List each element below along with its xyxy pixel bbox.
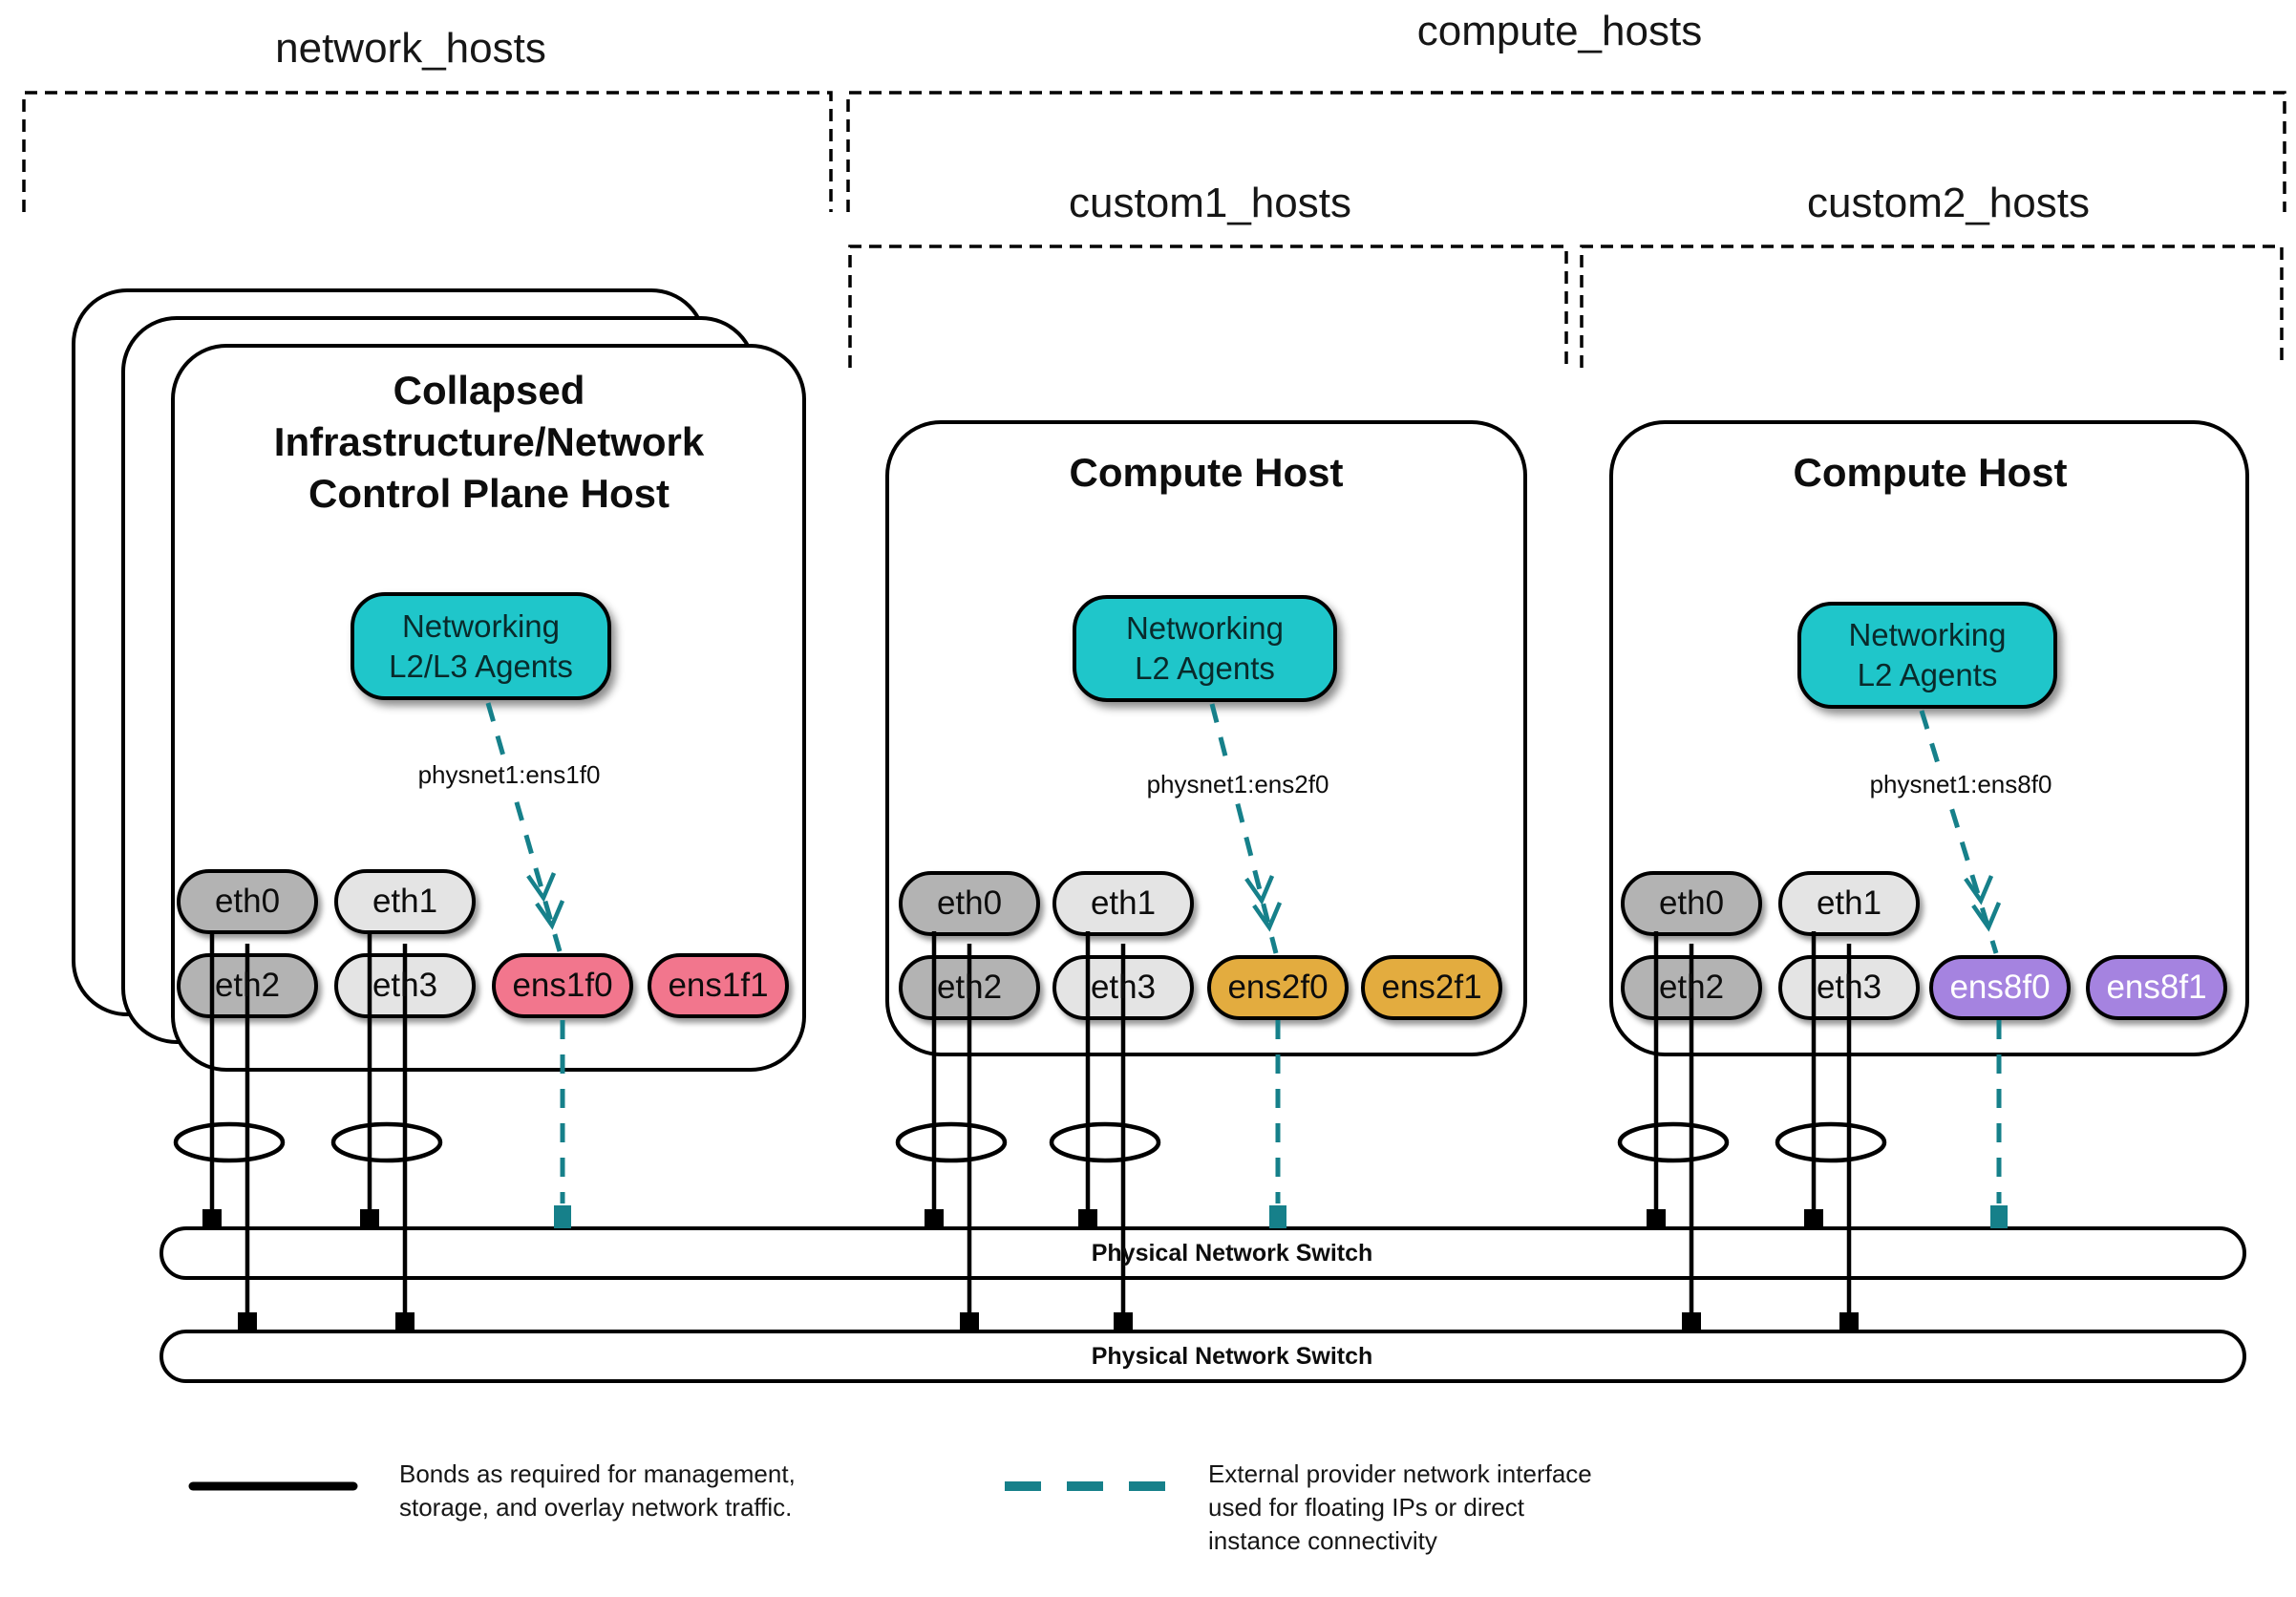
port-square xyxy=(395,1312,415,1331)
host2-title: Compute Host xyxy=(1069,450,1344,495)
bond-ellipse xyxy=(1775,1121,1887,1163)
provider-port-square xyxy=(554,1205,571,1228)
host3-nic-label-eth2: eth2 xyxy=(1658,969,1725,1006)
host1-title: Collapsed Infrastructure/Network Control… xyxy=(273,368,705,516)
bond-ellipse xyxy=(330,1121,443,1163)
custom2-hosts-bracket xyxy=(1580,245,2284,368)
host3-nic-label-eth1: eth1 xyxy=(1816,884,1882,922)
host1-nic-label-eth0: eth0 xyxy=(214,883,281,920)
host2-nic-eth0 xyxy=(899,871,1040,936)
legend-bond-text: Bonds as required for management, storag… xyxy=(399,1459,796,1522)
provider-port-square xyxy=(1990,1205,2008,1228)
host1-nic-label-eth3: eth3 xyxy=(372,967,438,1004)
host1-nic-ens1f0 xyxy=(492,953,633,1018)
group-label-custom2-hosts: custom2_hosts xyxy=(1807,180,2090,226)
host3-nic-label-ens8f1: ens8f1 xyxy=(2106,969,2207,1006)
host3-nic-label-eth3: eth3 xyxy=(1816,969,1882,1006)
bond-ellipse xyxy=(1617,1121,1730,1163)
host1-nic-eth1 xyxy=(334,869,476,934)
host3-title: Compute Host xyxy=(1793,450,2068,495)
provider-port-square xyxy=(1269,1205,1286,1228)
bond-ellipses xyxy=(173,1121,1887,1163)
host3-nic-label-ens8f0: ens8f0 xyxy=(1949,969,2051,1006)
port-square xyxy=(202,1209,222,1228)
host1-nic-label-ens1f0: ens1f0 xyxy=(512,967,613,1004)
host2-nic-label-eth2: eth2 xyxy=(936,969,1003,1006)
bond-ellipse xyxy=(895,1121,1008,1163)
host1-nic-label-ens1f1: ens1f1 xyxy=(668,967,769,1004)
host2-physnet-label: physnet1:ens2f0 xyxy=(1085,768,1391,800)
host3-networking-agents-box: Networking L2 Agents xyxy=(1797,602,2057,709)
group-label-compute-hosts: compute_hosts xyxy=(1416,8,1703,54)
port-square xyxy=(1839,1312,1859,1331)
host2-nic-ens2f1 xyxy=(1361,955,1502,1020)
port-square xyxy=(960,1312,979,1331)
host2-box-compute xyxy=(885,420,1527,1056)
port-square xyxy=(925,1209,944,1228)
host3-nic-label-eth0: eth0 xyxy=(1658,884,1725,922)
group-label-custom1-hosts: custom1_hosts xyxy=(1069,180,1351,226)
host3-nic-ens8f1 xyxy=(2086,955,2227,1020)
switch2-ports xyxy=(238,1312,1859,1331)
host2-nic-ens2f0 xyxy=(1207,955,1349,1020)
group-label-network-hosts: network_hosts xyxy=(275,25,546,72)
host2-nic-label-eth3: eth3 xyxy=(1090,969,1157,1006)
host3-physnet-label: physnet1:ens8f0 xyxy=(1808,768,2114,800)
host1-nic-label-eth1: eth1 xyxy=(372,883,438,920)
physical-network-switch-2 xyxy=(159,1330,2246,1383)
port-square xyxy=(360,1209,379,1228)
host2-nic-label-eth1: eth1 xyxy=(1090,884,1157,922)
host1-physnet-label: physnet1:ens1f0 xyxy=(356,758,662,791)
switch2-label: Physical Network Switch xyxy=(1091,1342,1373,1370)
switch1-ports xyxy=(202,1209,1823,1228)
port-square xyxy=(1682,1312,1701,1331)
provider-ports xyxy=(554,1205,2008,1228)
switch1-label: Physical Network Switch xyxy=(1091,1239,1373,1267)
bond-ellipse xyxy=(173,1121,286,1163)
bond-ellipse xyxy=(1049,1121,1161,1163)
host3-nic-ens8f0 xyxy=(1929,955,2071,1020)
host2-nic-label-ens2f1: ens2f1 xyxy=(1381,969,1482,1006)
custom1-hosts-bracket xyxy=(848,245,1568,368)
host2-nic-label-ens2f0: ens2f0 xyxy=(1227,969,1329,1006)
physical-network-switch-1 xyxy=(159,1226,2246,1280)
port-square xyxy=(1804,1209,1823,1228)
port-square xyxy=(1647,1209,1666,1228)
host3-nic-eth0 xyxy=(1621,871,1762,936)
host2-networking-agents-box: Networking L2 Agents xyxy=(1073,595,1337,702)
host1-nic-ens1f1 xyxy=(648,953,789,1018)
port-square xyxy=(1114,1312,1133,1331)
host1-nic-eth0 xyxy=(177,869,318,934)
port-square xyxy=(238,1312,257,1331)
host2-nic-label-eth0: eth0 xyxy=(936,884,1003,922)
host3-nic-eth1 xyxy=(1778,871,1920,936)
host1-networking-agents-box: Networking L2/L3 Agents xyxy=(351,592,611,700)
port-square xyxy=(1078,1209,1097,1228)
host1-nic-label-eth2: eth2 xyxy=(214,967,281,1004)
legend-provider-text: External provider network interface used… xyxy=(1208,1459,1592,1555)
host2-nic-eth1 xyxy=(1052,871,1194,936)
network-hosts-bracket xyxy=(22,91,833,212)
